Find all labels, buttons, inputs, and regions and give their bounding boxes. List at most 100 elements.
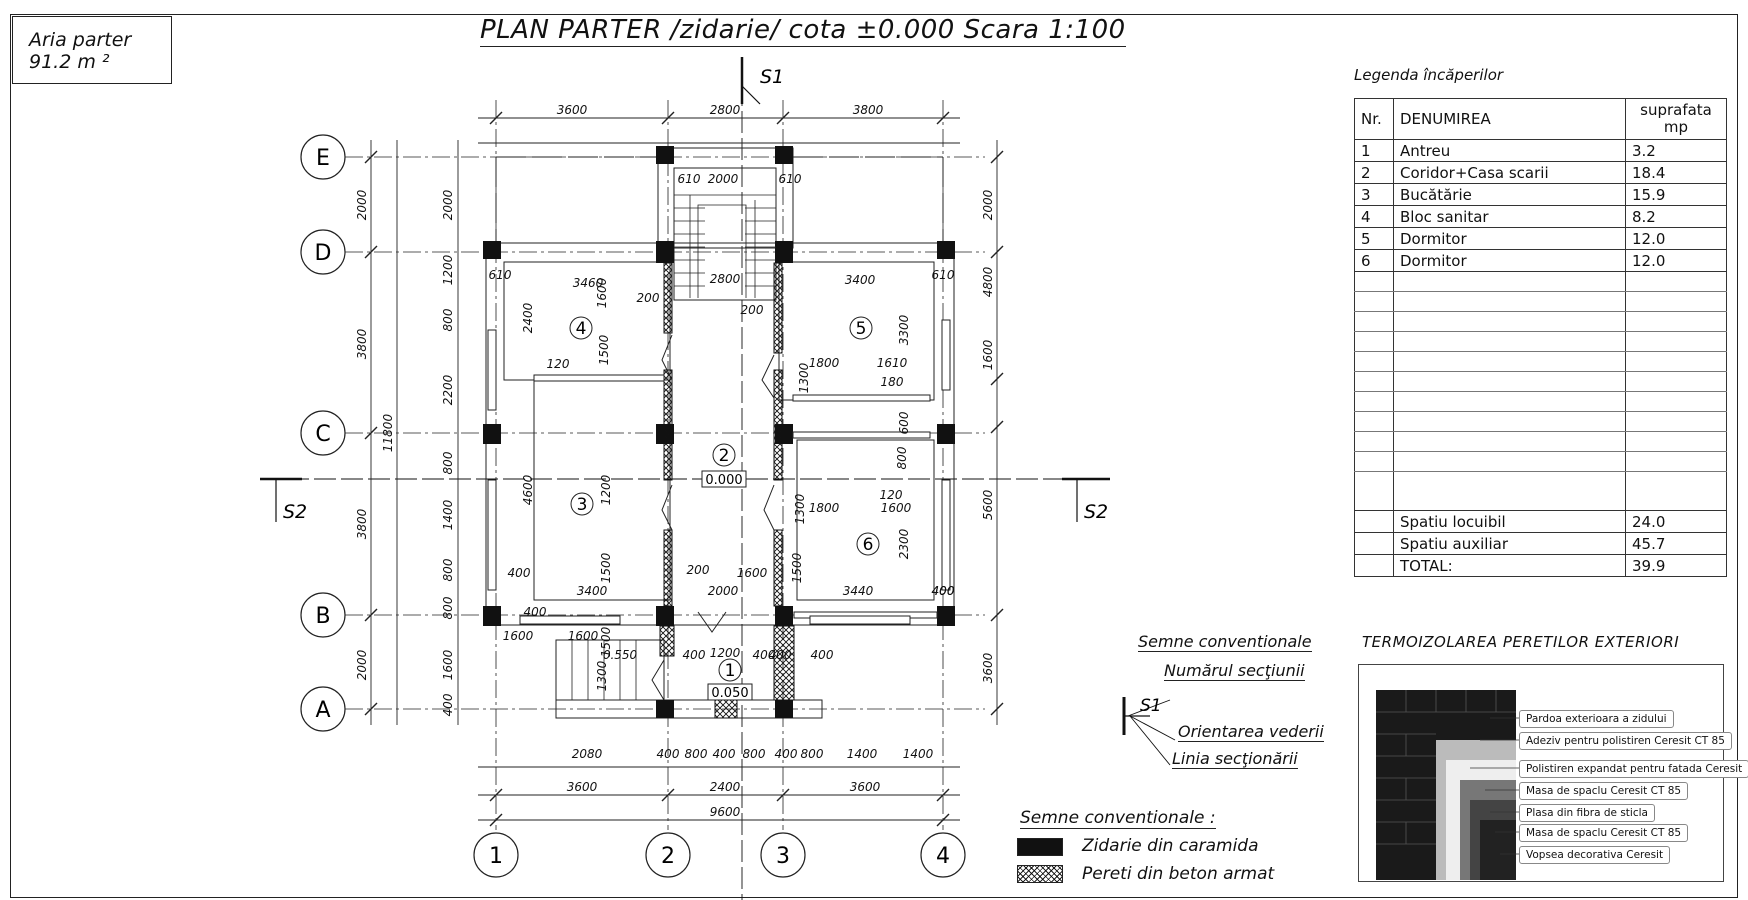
dimension-label: 2000	[981, 189, 995, 220]
dimension-label: 2400	[521, 302, 535, 333]
header-name: DENUMIREA	[1393, 98, 1626, 140]
termo-section-graphic	[1376, 690, 1519, 880]
area-label: Aria parter	[29, 29, 132, 51]
row-nr: 3	[1354, 183, 1394, 206]
dimension-label: 1600	[568, 629, 599, 643]
legend-section-marker: S1	[1140, 696, 1162, 716]
row-nr: 1	[1354, 139, 1394, 162]
room-marker-circle	[849, 316, 873, 340]
dimension-label: 4800	[981, 266, 995, 297]
room-4-label: 4	[576, 319, 587, 339]
blank-row	[1354, 451, 1727, 472]
total-area: 24.0	[1625, 510, 1727, 533]
dimension-label: 400	[811, 648, 834, 662]
axis-label-2: 2	[661, 844, 675, 869]
room-marker-circle	[718, 658, 742, 682]
section-s2-left-label: S2	[283, 501, 307, 523]
room-6-label: 6	[863, 535, 874, 555]
area-box: Aria parter 91.2 m ²	[12, 16, 172, 84]
dimension-label: 200	[637, 291, 660, 305]
section-s1-label: S1	[760, 66, 784, 88]
row-nr: 6	[1354, 249, 1394, 272]
blank-row	[1354, 291, 1727, 312]
dimension-label: 800	[441, 308, 455, 331]
row-name: Coridor+Casa scarii	[1393, 161, 1626, 184]
drawing-frame	[10, 14, 1738, 898]
dimension-label: 400	[932, 584, 955, 598]
row-name: Antreu	[1393, 139, 1626, 162]
dimension-label: 1500	[599, 552, 613, 583]
dimension-label: 400	[683, 648, 706, 662]
dimension-label: 2300	[897, 528, 911, 559]
dimension-label: 1200	[441, 254, 455, 285]
dimension-label: 200	[741, 303, 764, 317]
axis-bubble-col	[760, 832, 806, 878]
brick-swatch	[1017, 838, 1063, 856]
total-area: 45.7	[1625, 532, 1727, 555]
total-name: Spatiu locuibil	[1393, 510, 1626, 533]
dimension-label: 400	[441, 693, 455, 716]
blank-row	[1354, 351, 1727, 372]
dimension-label: 1300	[595, 660, 609, 691]
axis-bubble-col	[473, 832, 519, 878]
row-area: 12.0	[1625, 249, 1727, 272]
dimension-label: 800	[743, 747, 766, 761]
dimension-label: 800	[441, 558, 455, 581]
dimension-label: 1600	[595, 277, 609, 308]
dimension-label: 2000	[355, 649, 369, 680]
row-nr: 2	[1354, 161, 1394, 184]
dimension-label: 1400	[847, 747, 878, 761]
row-area: 3.2	[1625, 139, 1727, 162]
termo-label: Vopsea decorativa Ceresit	[1519, 846, 1671, 864]
blank-row	[1354, 271, 1727, 292]
dimension-label: 3400	[577, 584, 608, 598]
row-name: Bloc sanitar	[1393, 205, 1626, 228]
dimension-label: 1400	[441, 499, 455, 530]
axis-bubble-row	[300, 410, 346, 456]
legend-section-number: Numărul secţiunii	[1164, 661, 1305, 681]
axis-label-B: B	[315, 604, 330, 629]
dimension-label: 1500	[790, 552, 804, 583]
termo-label: Pardoa exterioara a zidului	[1519, 710, 1674, 728]
dimension-label: 0.550	[603, 648, 638, 662]
materials-legend-title: Semne conventionale :	[1020, 808, 1216, 829]
dimension-label: 400	[775, 747, 798, 761]
page-title: PLAN PARTER /zidarie/ cota ±0.000 Scara …	[480, 15, 1126, 47]
row-area: 15.9	[1625, 183, 1727, 206]
dimension-label: 1300	[793, 493, 807, 524]
dimension-label: 1200	[710, 646, 741, 660]
section-s2-right-label: S2	[1084, 501, 1108, 523]
dimension-label: 1600	[737, 566, 768, 580]
blank-row	[1354, 371, 1727, 392]
dimension-label: 3600	[981, 652, 995, 683]
dimension-label: 1600	[441, 649, 455, 680]
termo-label: Polistiren expandat pentru fatada Ceresi…	[1519, 760, 1748, 778]
axis-bubble-row	[300, 134, 346, 180]
total-area: 39.9	[1625, 554, 1727, 577]
table-header-row: Nr. DENUMIREA suprafata mp	[1354, 98, 1727, 140]
termo-title: TERMOIZOLAREA PERETILOR EXTERIORI	[1362, 633, 1680, 651]
blank-row	[1354, 431, 1727, 452]
concrete-label: Pereti din beton armat	[1082, 864, 1275, 884]
total-name: Spatiu auxiliar	[1393, 532, 1626, 555]
axis-bubble-row	[300, 686, 346, 732]
legend-view-orientation: Orientarea vederii	[1178, 722, 1324, 742]
concrete-swatch	[1017, 865, 1063, 883]
blank-row	[1354, 311, 1727, 332]
dimension-label: 1600	[981, 339, 995, 370]
dimension-label: 1600	[503, 629, 534, 643]
dimension-label: 610	[678, 172, 701, 186]
dimension-label: 800	[441, 451, 455, 474]
dimension-label: 1300	[797, 362, 811, 393]
dimension-label: 1200	[599, 474, 613, 505]
dimension-label: 1500	[597, 334, 611, 365]
row-name: Dormitor	[1393, 249, 1626, 272]
dimension-label: 400	[524, 605, 547, 619]
dimension-label: 400	[932, 584, 955, 598]
dimension-label: 3400	[845, 273, 876, 287]
